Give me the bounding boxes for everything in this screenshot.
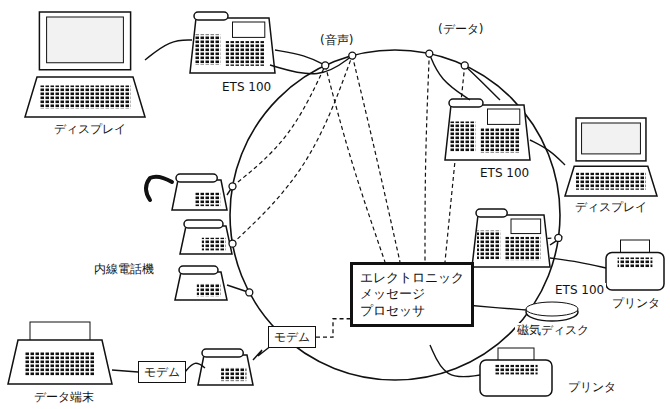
display-terminal <box>25 12 145 117</box>
junction-dot <box>246 289 253 296</box>
device-label: データ端末 <box>32 390 96 404</box>
cable <box>270 56 352 74</box>
device-label: ETS 100 <box>553 283 606 297</box>
processor-box: エレクトロニック メッセージ プロセッサ <box>350 262 474 327</box>
device-label: 磁気ディスク <box>515 323 591 337</box>
cable <box>550 258 606 268</box>
cable <box>429 54 470 100</box>
junction-dot <box>349 52 356 59</box>
telephone <box>175 266 227 300</box>
cable <box>465 65 500 100</box>
junction-dot <box>229 240 236 247</box>
device-label: 内線電話機 <box>92 262 156 276</box>
magnetic-disk <box>526 302 578 321</box>
telephone <box>198 349 253 385</box>
device-label: プリンタ <box>610 296 662 310</box>
junction-dot <box>229 183 236 190</box>
ets-telephone <box>190 12 275 73</box>
printer <box>480 348 552 396</box>
data-terminal <box>8 322 112 384</box>
junction-dot <box>322 62 329 69</box>
modem-box: モデム <box>138 361 186 383</box>
voice-data-path <box>425 54 429 262</box>
cable <box>430 345 480 377</box>
node-text: モデム <box>274 330 310 344</box>
telephone <box>172 174 227 210</box>
node-text: エレクトロニック メッセージ プロセッサ <box>360 270 464 319</box>
cable <box>466 305 526 310</box>
ets-telephone <box>472 209 550 267</box>
device-label: ETS 100 <box>478 166 531 180</box>
junction-dot <box>461 62 468 69</box>
device-label: (データ) <box>436 22 485 36</box>
device-label: (音声) <box>318 33 355 47</box>
cable <box>145 40 192 60</box>
ets-telephone <box>445 99 530 160</box>
junction-dot <box>555 234 562 241</box>
voice-data-path <box>325 65 385 262</box>
printer <box>606 240 664 290</box>
cable <box>530 140 565 165</box>
handset <box>146 177 172 200</box>
modem-box: モデム <box>268 326 316 348</box>
device-label: プリンタ <box>566 380 618 394</box>
network-ring <box>230 50 560 380</box>
device-label: ディスプレイ <box>573 200 649 214</box>
cable <box>185 363 205 372</box>
device-label: ディスプレイ <box>52 122 128 136</box>
voice-data-path <box>352 56 400 262</box>
telephone <box>180 220 232 254</box>
device-label: ETS 100 <box>220 80 273 94</box>
display-terminal <box>565 118 657 196</box>
cable <box>275 50 325 65</box>
cable <box>112 370 138 372</box>
node-text: モデム <box>144 365 180 379</box>
junction-dot <box>426 50 433 57</box>
dashed-connector <box>316 319 350 337</box>
